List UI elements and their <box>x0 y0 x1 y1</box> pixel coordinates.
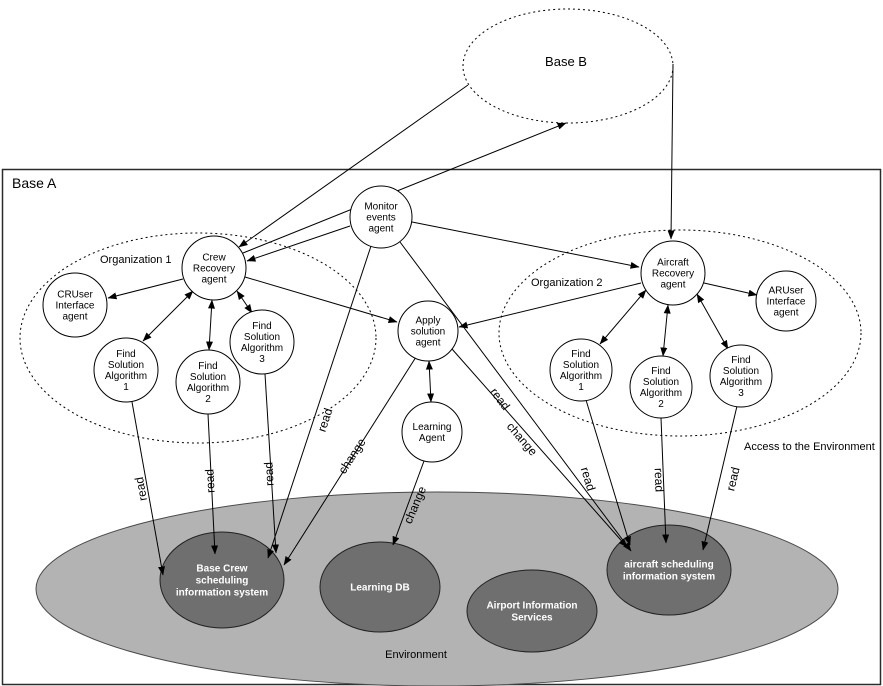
edge-label-read: read <box>261 462 276 487</box>
relation-arrow <box>236 290 253 314</box>
edge-label-change: change <box>335 435 368 476</box>
base-b-label: Base B <box>545 54 587 69</box>
find-solution-algorithm-2-right <box>629 355 693 419</box>
learning-agent <box>401 401 463 463</box>
relation-arrow <box>660 304 671 357</box>
relation-arrow <box>242 122 567 254</box>
relation-arrow <box>264 373 279 554</box>
edge-label-read: read <box>132 476 150 502</box>
aircraft-scheduling-information-system <box>606 524 732 616</box>
relation-arrow <box>451 348 628 548</box>
organization-2-label: Organization 2 <box>531 277 603 289</box>
relation-arrow <box>701 405 738 551</box>
edge-label-read: read <box>315 406 336 433</box>
relation-arrow <box>267 245 372 559</box>
learning-db <box>319 541 441 633</box>
monitor-events-agent <box>349 185 413 249</box>
relation-arrow <box>283 356 417 566</box>
relation-arrow <box>458 282 642 329</box>
access-to-environment-label: Access to the Environment <box>744 441 875 453</box>
relation-arrow <box>238 84 469 248</box>
relation-arrow <box>425 360 435 403</box>
find-solution-algorithm-3-right <box>709 344 773 408</box>
relation-arrow <box>703 282 758 297</box>
learning-db-label: Learning DB <box>350 583 409 594</box>
cruser-interface-agent <box>42 272 108 338</box>
edge-label-change: change <box>504 420 541 459</box>
organization-2-ellipse <box>498 229 862 437</box>
relation-arrow <box>585 399 631 546</box>
crew-recovery-agent <box>181 235 247 301</box>
find-solution-algorithm-1-right <box>549 338 613 402</box>
aruser-interface-agent <box>755 270 817 332</box>
relation-arrow <box>207 413 219 555</box>
organization-1-label: Organization 1 <box>100 254 172 266</box>
edge-label-read: read <box>487 385 513 413</box>
relation-arrow <box>246 225 351 262</box>
relation-arrow <box>206 299 215 351</box>
relation-arrow <box>107 278 184 300</box>
base-crew-scheduling-information-system <box>159 531 285 629</box>
airport-information-services <box>466 569 598 653</box>
relation-arrow <box>142 290 194 342</box>
apply-solution-agent <box>397 300 459 362</box>
relation-arrow <box>411 221 640 269</box>
organization-1-ellipse <box>19 232 377 444</box>
base-a-label: Base A <box>12 175 57 191</box>
edge-label-read: read <box>202 469 217 494</box>
relation-arrow <box>131 401 165 576</box>
relation-arrow <box>399 241 632 552</box>
relation-arrow <box>667 63 675 240</box>
environment-label: Environment <box>385 649 447 661</box>
find-solution-algorithm-2-left <box>175 349 241 415</box>
relation-arrow <box>392 460 425 546</box>
relation-arrow <box>599 289 647 345</box>
find-solution-algorithm-3-left <box>229 309 295 375</box>
edge-label-read: read <box>723 466 742 493</box>
edge-label-read: read <box>652 468 667 493</box>
relation-arrow <box>244 276 398 323</box>
aircraft-recovery-agent <box>640 240 706 306</box>
find-solution-algorithm-1-left <box>93 337 159 403</box>
edge-label-read: read <box>578 465 598 492</box>
relation-arrow <box>660 417 670 544</box>
relation-arrow <box>696 293 729 350</box>
